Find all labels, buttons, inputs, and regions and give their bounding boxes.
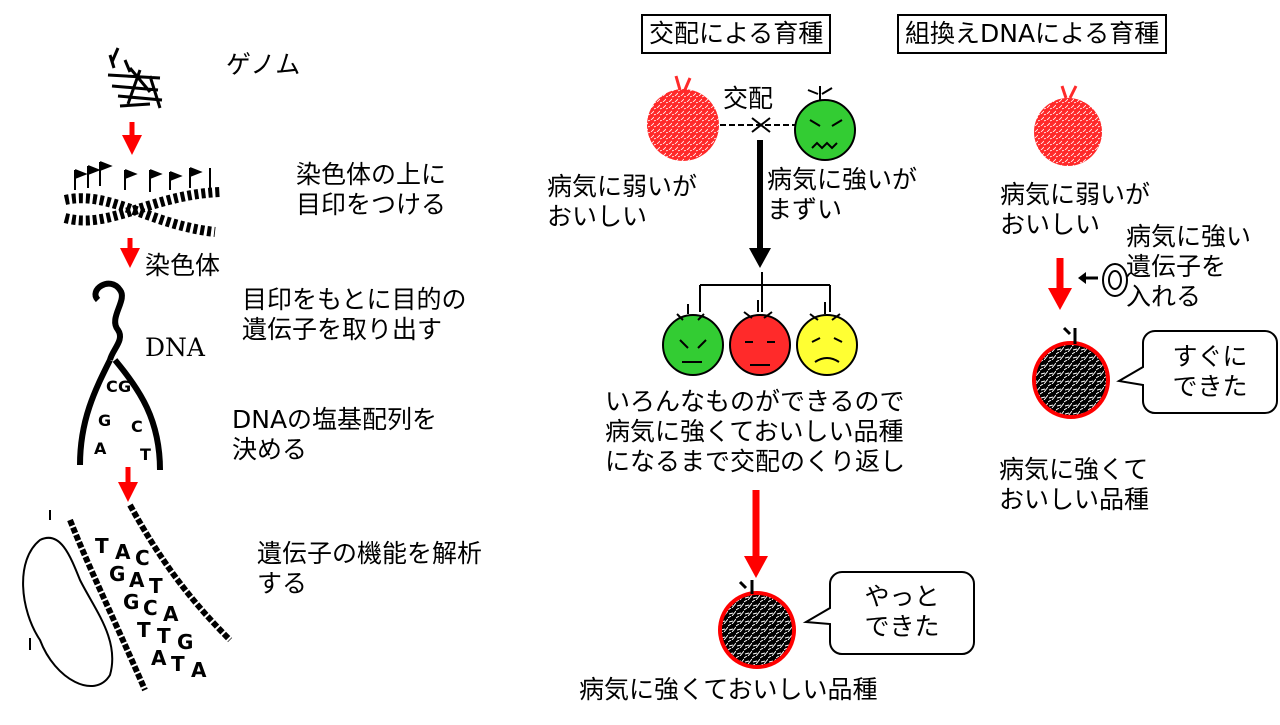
strand-letter: C	[143, 596, 158, 620]
genome-label: ゲノム	[226, 50, 301, 79]
dna-base: T	[140, 445, 151, 464]
recombinant-bubble-text: すぐに できた	[1172, 342, 1248, 401]
dna-base: A	[94, 439, 107, 458]
dna-label: DNA	[145, 333, 205, 362]
recombinant-result-label: 病気に強くて おいしい品種	[999, 455, 1150, 514]
flow-arrow-recombinant	[1048, 258, 1072, 310]
dna-illustration	[77, 280, 163, 471]
strand-letter: T	[171, 652, 185, 676]
strand-letter: G	[177, 630, 194, 654]
parent-strong-label: 病気に強いが まずい	[767, 165, 918, 224]
offspring-yellow-tomato	[796, 302, 858, 376]
recombinant-heading: 組換えDNAによる育種	[897, 14, 1168, 54]
crossbreeding-heading: 交配による育種	[641, 14, 832, 54]
strand-letter: T	[137, 618, 151, 642]
tomato-weak-recombinant	[1034, 85, 1102, 166]
chromosome-illustration	[63, 161, 221, 237]
dna-base: G	[118, 377, 132, 396]
cross-line	[720, 117, 795, 133]
strand-letter: A	[163, 602, 179, 626]
cross-label: 交配	[723, 84, 774, 113]
speech-bubble-crossbreeding	[802, 571, 975, 655]
offspring-red-tomato	[729, 300, 791, 376]
dna-base: C	[106, 377, 118, 396]
mark-chromosome-label: 染色体の上に 目印をつける	[296, 160, 447, 219]
strand-letter: T	[95, 534, 109, 558]
tomato-strong-parent	[794, 86, 856, 161]
chromosome-label: 染色体	[145, 251, 221, 280]
sequence-label: DNAの塩基配列を 決める	[232, 405, 438, 464]
flow-arrow-to-result	[744, 490, 768, 578]
strand-letter: G	[123, 590, 140, 614]
strand-letter: A	[191, 658, 207, 682]
speech-bubble-recombinant	[1116, 330, 1278, 414]
tomato-weak-parent	[647, 75, 719, 161]
cross-descend-arrow	[749, 140, 771, 268]
strand-letter: T	[157, 624, 171, 648]
strand-letter: A	[151, 646, 167, 670]
recombinant-weak-label: 病気に弱いが おいしい	[1000, 180, 1151, 239]
insert-gene-label: 病気に強い 遺伝子を 入れる	[1126, 222, 1252, 311]
strand-letter: T	[149, 574, 163, 598]
crossbreeding-bubble-text: やっと できた	[864, 582, 940, 641]
gene-insert-arrow	[1078, 272, 1098, 284]
crossbreeding-process-label: いろんなものができるので 病気に強くておいしい品種 になるまで交配のくり返し	[605, 387, 906, 476]
offspring-bracket	[699, 272, 831, 312]
crossbreeding-result-label: 病気に強くておいしい品種	[579, 675, 878, 704]
result-tomato-crossbreeding	[718, 580, 796, 669]
gene-analysis-illustration	[22, 503, 233, 692]
result-tomato-recombinant	[1032, 326, 1110, 419]
dna-base: C	[131, 417, 143, 436]
strand-letter: A	[129, 568, 145, 592]
extract-gene-label: 目印をもとに目的の 遺伝子を取り出す	[242, 285, 467, 344]
genome-illustration	[107, 47, 163, 109]
offspring-green-tomato	[662, 304, 724, 376]
strand-letter: G	[109, 562, 126, 586]
strand-letter: C	[135, 546, 150, 570]
analyze-label: 遺伝子の機能を解析 する	[257, 539, 483, 598]
parent-weak-label: 病気に弱いが おいしい	[547, 172, 698, 231]
strand-letter: A	[115, 540, 131, 564]
dna-base: G	[98, 411, 112, 430]
plasmid-ring-icon	[1102, 263, 1128, 297]
